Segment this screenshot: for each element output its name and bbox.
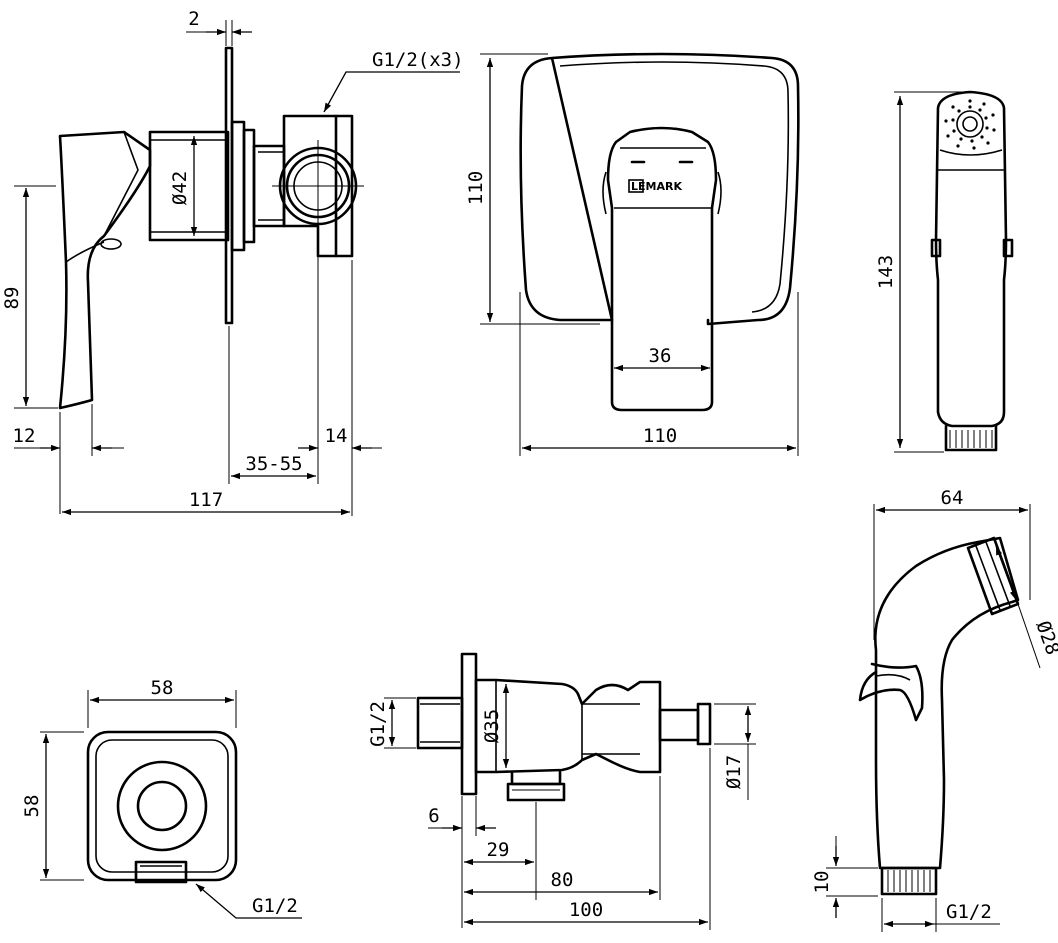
- dim-valve-length-100: 100: [569, 899, 603, 921]
- dim-install-depth: 35-55: [245, 453, 302, 475]
- dim-plate-thickness: 2: [188, 8, 199, 30]
- dim-shower-thread: G1/2: [946, 901, 992, 923]
- dim-plate-width: 110: [643, 425, 677, 447]
- dim-valve-flange: 6: [428, 805, 439, 827]
- brand-logo: LEMARK: [631, 180, 682, 193]
- dim-plate-height: 110: [465, 171, 487, 205]
- dim-shower-head-diameter: Ø28: [1031, 618, 1058, 658]
- dim-inlet-thread: G1/2(x3): [372, 49, 464, 71]
- dim-lever-height: 89: [1, 287, 23, 310]
- dim-shower-thread-length: 10: [811, 871, 833, 894]
- dim-valve-thread: G1/2: [367, 701, 389, 747]
- dim-inlet-offset: 14: [325, 425, 348, 447]
- hand-shower-front-view: 143: [875, 90, 1014, 453]
- dim-shower-height: 143: [875, 255, 897, 289]
- dim-valve-length-80: 80: [551, 869, 574, 891]
- mixer-side-view: 2 G1/2(x3) Ø42 89 12 35-55 14 117: [1, 8, 464, 516]
- angle-valve-side-view: G1/2 Ø35 Ø17 6 29 80 100: [367, 652, 756, 930]
- dim-valve-diameter: Ø35: [481, 709, 503, 743]
- dim-body-diameter: Ø42: [169, 171, 191, 205]
- dim-handle-width: 36: [649, 345, 672, 367]
- mixer-front-view: LEMARK 110 36 110: [465, 52, 800, 456]
- nozzle-holes-icon: [944, 99, 996, 150]
- dim-valve-outlet-pos: 29: [487, 839, 510, 861]
- dim-lever-thickness: 12: [13, 425, 36, 447]
- dim-outlet-height: 58: [21, 795, 43, 818]
- dim-outlet-thread: G1/2: [252, 895, 298, 917]
- wall-outlet-front-view: 58 58 G1/2: [21, 677, 302, 919]
- dim-shower-side-width: 64: [941, 487, 964, 509]
- dim-outlet-width: 58: [151, 677, 174, 699]
- dim-knob-diameter: Ø17: [723, 755, 745, 789]
- dim-total-depth: 117: [189, 489, 223, 511]
- hand-shower-side-view: 64 Ø28 10 G1/2: [811, 487, 1058, 932]
